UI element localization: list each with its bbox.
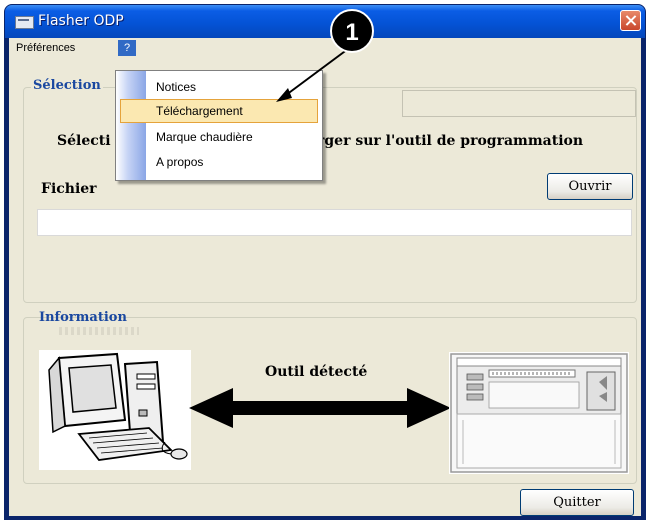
- window-title: Flasher ODP: [38, 13, 124, 29]
- quit-button[interactable]: Quitter: [520, 489, 634, 516]
- programming-tool-illustration: [449, 352, 629, 474]
- computer-illustration: [39, 350, 191, 470]
- menu-bar: Préférences ?: [9, 38, 641, 58]
- app-icon: [15, 16, 34, 29]
- ghost-text: [59, 327, 139, 335]
- menu-preferences[interactable]: Préférences: [16, 42, 76, 54]
- callout-badge: 1: [330, 9, 374, 53]
- instruction-end: rger sur l'outil de programmation: [317, 133, 584, 149]
- title-bar[interactable]: Flasher ODP: [5, 5, 645, 38]
- help-dropdown-menu: Notices Téléchargement Marque chaudière …: [115, 70, 323, 181]
- menu-item-notices[interactable]: Notices: [156, 80, 197, 94]
- double-arrow-icon: [189, 388, 451, 428]
- instruction-text: Sélecti rger sur l'outil de programmatio…: [57, 133, 583, 149]
- computer-icon: [48, 352, 188, 461]
- menu-stripe: [116, 71, 146, 180]
- open-button[interactable]: Ouvrir: [547, 173, 633, 200]
- app-window: Flasher ODP Préférences ? Sélection Séle…: [4, 4, 646, 520]
- instruction-start: Sélecti: [57, 133, 111, 149]
- file-label: Fichier: [41, 181, 97, 197]
- information-group-label: Information: [39, 310, 127, 325]
- menu-item-telechargement[interactable]: Téléchargement: [120, 99, 318, 123]
- programmer-device-icon: [450, 353, 628, 473]
- menu-help[interactable]: ?: [118, 40, 137, 56]
- status-text: Outil détecté: [265, 364, 368, 380]
- menu-item-a-propos[interactable]: A propos: [156, 155, 204, 169]
- selection-group-label: Sélection: [31, 78, 103, 93]
- readonly-field: [402, 90, 636, 117]
- file-path-input[interactable]: [37, 209, 632, 236]
- close-button[interactable]: [620, 10, 641, 31]
- menu-item-marque-chaudiere[interactable]: Marque chaudière: [156, 130, 253, 144]
- client-area: Préférences ? Sélection Sélecti rger sur…: [9, 38, 641, 516]
